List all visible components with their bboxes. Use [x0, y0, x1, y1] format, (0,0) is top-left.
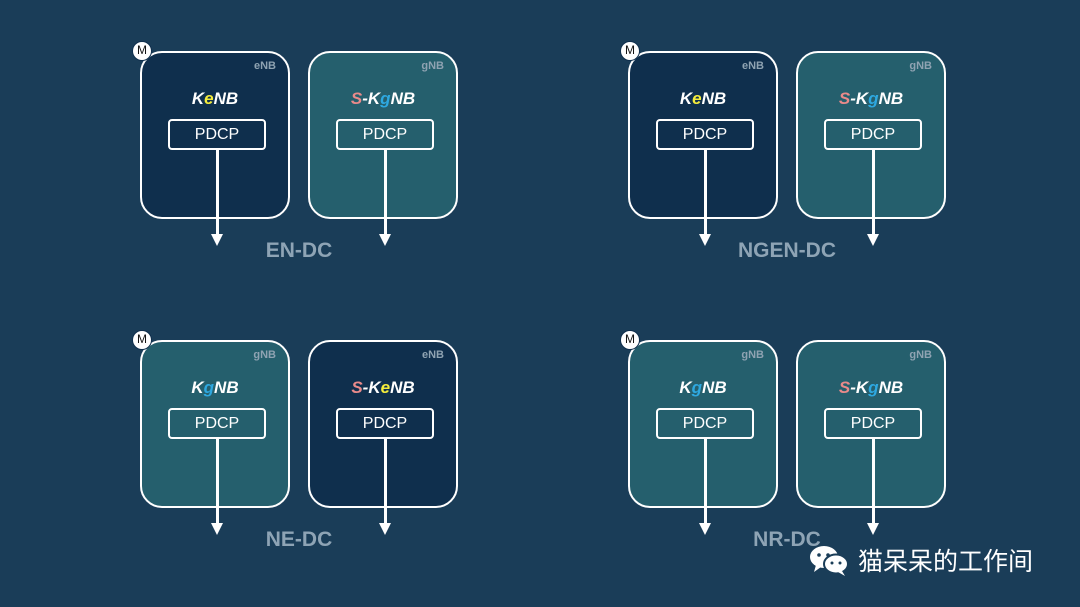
- master-node-gnb: gNB KgNB PDCP: [140, 340, 290, 535]
- pdcp-box: PDCP: [336, 408, 434, 439]
- arrowhead-icon: [867, 523, 879, 535]
- secondary-node-gnb: gNB S-KgNB PDCP: [796, 340, 946, 535]
- dc-mode-label: NE-DC: [265, 528, 333, 551]
- secondary-node-gnb: gNB S-KgNB PDCP: [796, 51, 946, 246]
- security-key: KgNB: [679, 378, 727, 397]
- secondary-node-enb: eNB S-KeNB PDCP: [308, 340, 458, 535]
- rat-label: gNB: [741, 349, 764, 361]
- arrowhead-icon: [699, 523, 711, 535]
- pdcp-box: PDCP: [336, 119, 434, 150]
- arrowhead-icon: [211, 523, 223, 535]
- arrow-down-icon: [704, 439, 707, 523]
- master-node-gnb: gNB KgNB PDCP: [628, 340, 778, 535]
- rat-label: eNB: [253, 60, 276, 72]
- security-key: S-KgNB: [838, 378, 904, 397]
- panel-ne-dc: M gNB KgNB PDCP eNB S-KeNB PDCP NE-DC: [132, 330, 470, 560]
- arrowhead-icon: [699, 234, 711, 246]
- dc-mode-label: NR-DC: [753, 528, 821, 551]
- master-badge: M: [620, 41, 640, 61]
- master-node-enb: eNB KeNB PDCP: [140, 51, 290, 246]
- arrow-down-icon: [216, 150, 219, 234]
- security-key: S-KeNB: [351, 378, 415, 397]
- wechat-icon: [810, 546, 849, 576]
- arrow-down-icon: [216, 439, 219, 523]
- watermark-text: 猫呆呆的工作间: [858, 547, 1034, 576]
- rat-label: gNB: [909, 349, 932, 361]
- rat-label: eNB: [741, 60, 764, 72]
- security-key: KeNB: [679, 89, 727, 108]
- panel-ngen-dc: M eNB KeNB PDCP gNB S-KgNB PDCP NGEN-DC: [620, 41, 958, 271]
- arrow-down-icon: [384, 439, 387, 523]
- pdcp-box: PDCP: [168, 119, 266, 150]
- arrow-down-icon: [384, 150, 387, 234]
- pdcp-box: PDCP: [656, 119, 754, 150]
- arrowhead-icon: [379, 523, 391, 535]
- watermark: 猫呆呆的工作间: [808, 540, 1033, 580]
- pdcp-box: PDCP: [824, 408, 922, 439]
- pdcp-box: PDCP: [656, 408, 754, 439]
- rat-label: gNB: [421, 60, 444, 72]
- master-node-enb: eNB KeNB PDCP: [628, 51, 778, 246]
- dc-mode-label: EN-DC: [265, 239, 333, 262]
- master-badge: M: [132, 41, 152, 61]
- security-key: S-KgNB: [350, 89, 416, 108]
- rat-label: gNB: [909, 60, 932, 72]
- panel-en-dc: M eNB KeNB PDCP gNB S-KgNB PDCP EN-DC: [132, 41, 470, 271]
- arrow-down-icon: [872, 150, 875, 234]
- arrow-down-icon: [872, 439, 875, 523]
- rat-label: eNB: [421, 349, 444, 361]
- security-key: KgNB: [191, 378, 239, 397]
- arrowhead-icon: [379, 234, 391, 246]
- arrow-down-icon: [704, 150, 707, 234]
- security-key: S-KgNB: [838, 89, 904, 108]
- panel-nr-dc: M gNB KgNB PDCP gNB S-KgNB PDCP NR-DC: [620, 330, 958, 560]
- secondary-node-gnb: gNB S-KgNB PDCP: [308, 51, 458, 246]
- arrowhead-icon: [211, 234, 223, 246]
- arrowhead-icon: [867, 234, 879, 246]
- security-key: KeNB: [191, 89, 239, 108]
- master-badge: M: [620, 330, 640, 350]
- master-badge: M: [132, 330, 152, 350]
- pdcp-box: PDCP: [824, 119, 922, 150]
- pdcp-box: PDCP: [168, 408, 266, 439]
- rat-label: gNB: [253, 349, 276, 361]
- dc-mode-label: NGEN-DC: [738, 239, 836, 262]
